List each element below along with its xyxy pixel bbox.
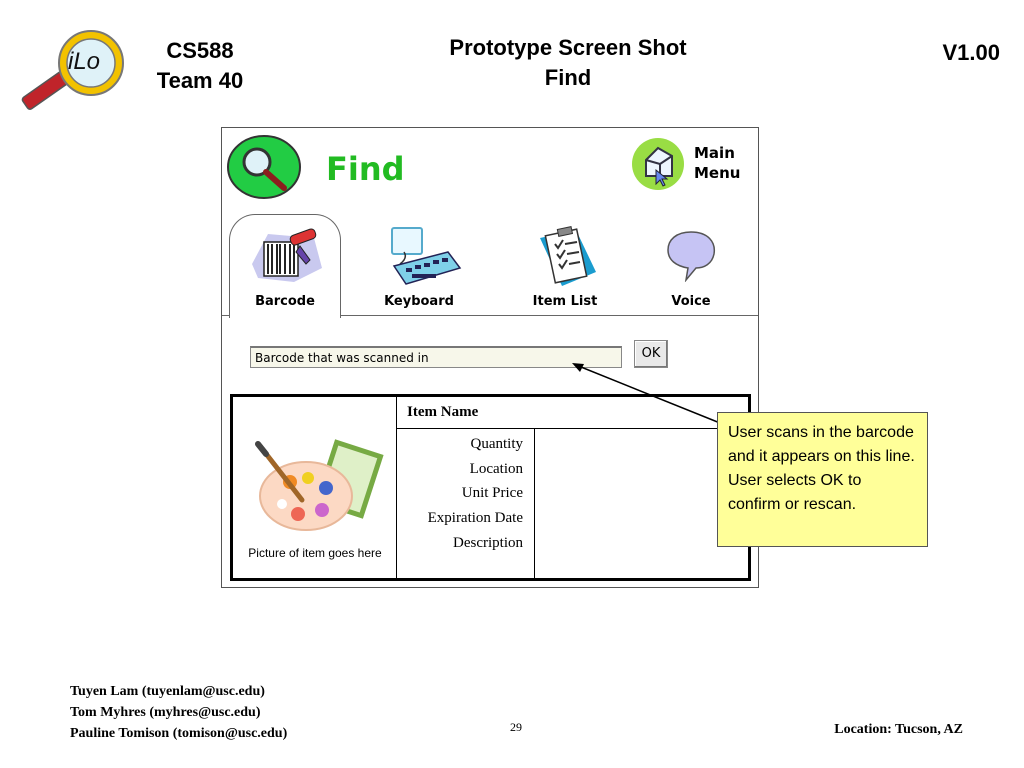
- item-picture-placeholder: [246, 438, 386, 538]
- author-3: Pauline Tomison (tomison@usc.edu): [70, 726, 288, 741]
- barcode-icon: [252, 228, 322, 282]
- ok-button[interactable]: OK: [634, 340, 668, 368]
- course-block: CS588 Team 40: [140, 36, 260, 96]
- find-magnifier-icon: [226, 134, 302, 200]
- field-location: Location: [469, 461, 523, 477]
- keyboard-icon: [391, 227, 462, 285]
- team-name: Team 40: [156, 68, 244, 93]
- logo-text: iLo: [68, 48, 101, 75]
- main-menu-line1: Main: [694, 144, 735, 162]
- field-expiration-date: Expiration Date: [427, 510, 523, 526]
- tab-barcode-label: Barcode: [255, 294, 315, 309]
- callout-note: User scans in the barcode and it appears…: [717, 412, 928, 547]
- field-description: Description: [453, 535, 523, 551]
- slide-title-line2: Find: [544, 65, 592, 90]
- field-unit-price: Unit Price: [461, 485, 523, 501]
- version-label: V1.00: [942, 40, 1001, 65]
- location-label: Location: Tucson, AZ: [834, 722, 963, 737]
- main-menu-line2: Menu: [694, 164, 741, 182]
- slide-title-line1: Prototype Screen Shot: [449, 35, 687, 60]
- tab-item-list-label: Item List: [532, 294, 598, 309]
- author-1: Tuyen Lam (tuyenlam@usc.edu): [70, 684, 265, 699]
- tab-voice[interactable]: Voice: [636, 220, 746, 316]
- tab-voice-label: Voice: [671, 294, 711, 309]
- course-code: CS588: [166, 38, 234, 63]
- speech-bubble-icon: [667, 231, 716, 282]
- table-divider-values: [534, 429, 535, 579]
- tab-keyboard[interactable]: Keyboard: [364, 220, 474, 316]
- main-menu-button[interactable]: Main Menu: [630, 136, 752, 192]
- item-name-header: Item Name: [407, 404, 479, 420]
- picture-caption: Picture of item goes here: [248, 546, 382, 560]
- author-list: Tuyen Lam (tuyenlam@usc.edu) Tom Myhres …: [70, 681, 287, 744]
- house-box-icon: [632, 138, 684, 190]
- paint-palette-icon: [255, 439, 384, 531]
- barcode-input[interactable]: Barcode that was scanned in: [250, 346, 622, 368]
- tab-strip-divider: [222, 315, 758, 316]
- table-divider-picture: [396, 396, 397, 579]
- table-divider-header: [397, 428, 748, 429]
- tab-keyboard-label: Keyboard: [384, 294, 454, 309]
- ilo-logo: [14, 26, 134, 112]
- callout-arrow: [572, 363, 721, 424]
- page-number: 29: [510, 720, 522, 734]
- clipboard-icon: [540, 226, 596, 286]
- screen-title: Find: [326, 150, 405, 188]
- tab-barcode[interactable]: Barcode: [230, 220, 340, 316]
- main-menu-label: Main Menu: [694, 143, 740, 183]
- author-2: Tom Myhres (myhres@usc.edu): [70, 705, 261, 720]
- field-quantity: Quantity: [470, 436, 524, 452]
- slide-title: Prototype Screen Shot Find: [400, 33, 736, 93]
- tab-item-list[interactable]: Item List: [510, 220, 620, 316]
